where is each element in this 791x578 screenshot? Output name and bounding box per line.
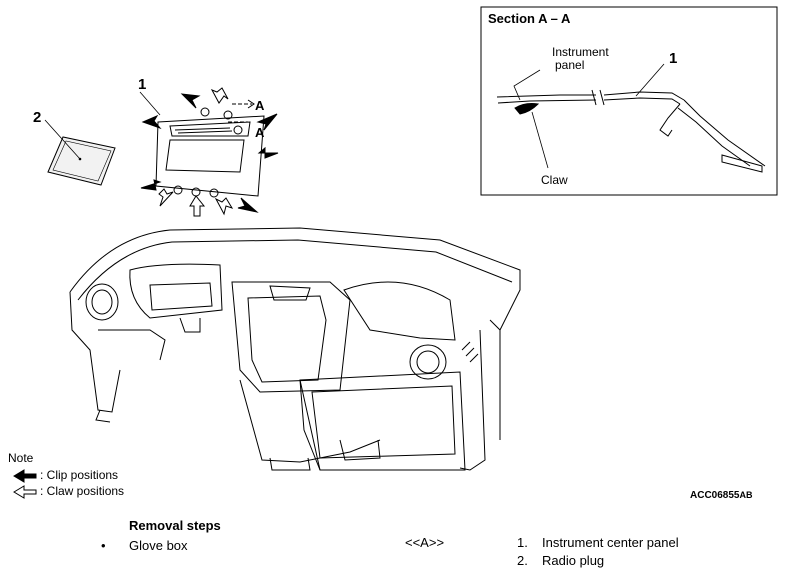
clip-arrows bbox=[140, 93, 279, 213]
dashboard-drawing bbox=[69, 227, 521, 471]
section-mark-a-top: A bbox=[255, 98, 265, 113]
callout-part-1: 1 bbox=[138, 76, 146, 93]
removal-step-2-num: 2. bbox=[517, 553, 528, 568]
clip-arrow-icon bbox=[141, 114, 162, 130]
note-clip-label: : Clip positions bbox=[40, 468, 119, 482]
removal-step-2-text: Radio plug bbox=[542, 553, 605, 568]
removal-ref: <<A>> bbox=[405, 535, 445, 550]
section-label-instrument-l1: Instrument bbox=[552, 45, 609, 59]
removal-bullet-step: Glove box bbox=[129, 538, 188, 553]
section-mark-a-bottom: A bbox=[255, 125, 265, 140]
legend-icons bbox=[13, 469, 37, 499]
removal-step-1-num: 1. bbox=[517, 535, 528, 550]
removal-bullet: • bbox=[101, 538, 106, 553]
section-title: Section A – A bbox=[488, 11, 571, 26]
claw-arrows bbox=[158, 87, 234, 217]
section-callout-1: 1 bbox=[669, 50, 677, 67]
clip-arrow-icon bbox=[237, 197, 259, 213]
clip-arrow-icon bbox=[257, 146, 279, 159]
figure-code-main: ACC06855 bbox=[690, 490, 740, 501]
claw-legend-icon bbox=[13, 485, 37, 499]
section-label-claw: Claw bbox=[541, 173, 568, 187]
section-label-instrument-l2: panel bbox=[555, 58, 584, 72]
figure-code: ACC06855AB bbox=[690, 490, 752, 501]
note-claw-label: : Claw positions bbox=[40, 484, 125, 498]
clip-legend-icon bbox=[13, 469, 37, 483]
clip-arrow-icon bbox=[256, 113, 278, 131]
claw-arrow-icon bbox=[189, 195, 206, 217]
figure-code-suffix: AB bbox=[739, 490, 753, 500]
removal-step-1-text: Instrument center panel bbox=[542, 535, 679, 550]
section-drawing bbox=[496, 63, 766, 173]
section-a-a-box: Section A – A 1 Instrument panel Claw bbox=[480, 6, 778, 196]
callout-part-2: 2 bbox=[33, 109, 41, 126]
claw-arrow-icon bbox=[210, 87, 229, 104]
removal-steps-title: Removal steps bbox=[129, 518, 221, 533]
claw-arrow-icon bbox=[214, 197, 234, 216]
part-1-center-panel: 1 A A bbox=[138, 76, 265, 198]
section-label-instrument: Instrument panel bbox=[552, 45, 612, 72]
claw-arrow-icon bbox=[158, 188, 174, 207]
clip-arrow-icon bbox=[180, 93, 201, 109]
clip-arrow-icon bbox=[140, 179, 162, 191]
part-2-plate: 2 bbox=[33, 109, 116, 186]
note-title: Note bbox=[8, 451, 34, 465]
